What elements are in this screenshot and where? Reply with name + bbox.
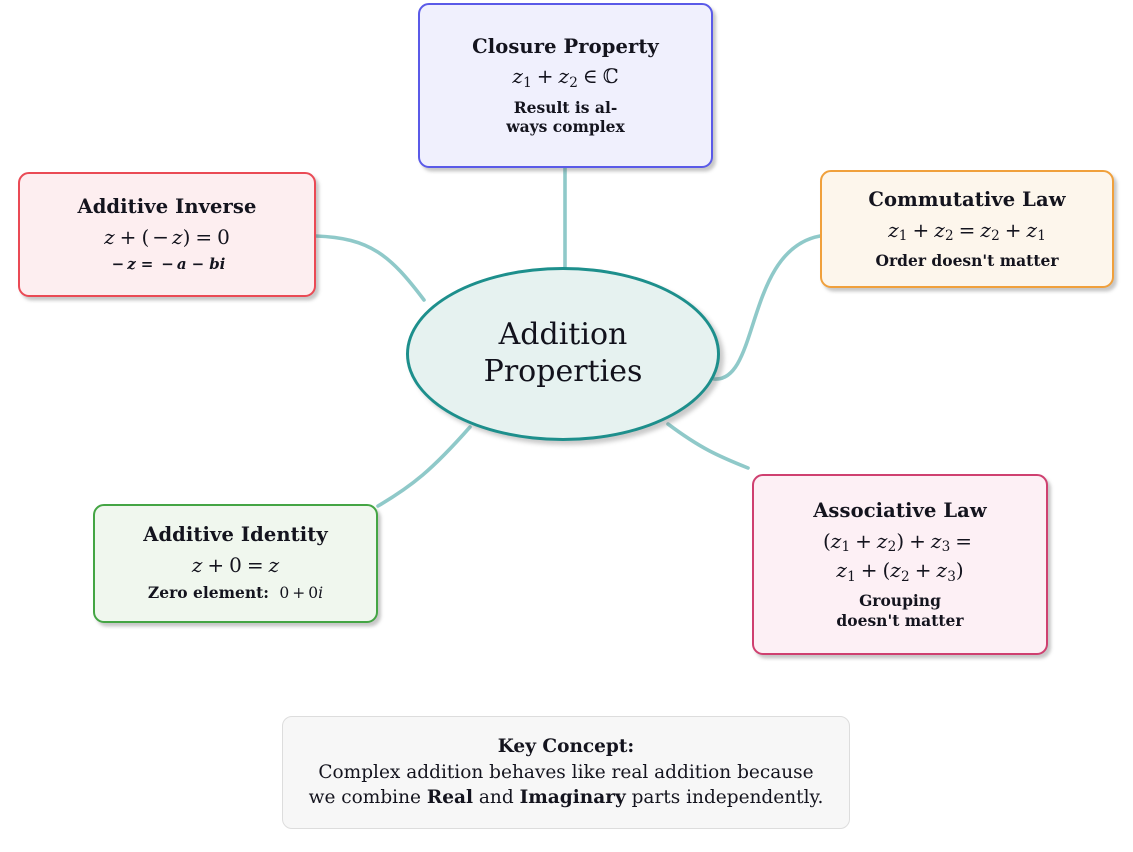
node-associative-law[interactable]: Associative Law (z1+z2)+z3= z1+(z2+z3) G… (752, 474, 1048, 655)
node-commutative-law-formula: z1+z2=z2+z1 (888, 217, 1046, 245)
key-concept-line2-part1: we combine (308, 787, 427, 809)
node-closure-title: Closure Property (472, 34, 659, 58)
node-additive-inverse[interactable]: Additive Inverse z+(−z)=0 −z=−a−bi (18, 172, 316, 297)
node-additive-identity-note: Zero element: 0+0i (147, 583, 324, 603)
key-concept-line-2: we combine Real and Imaginary parts inde… (309, 785, 824, 810)
node-closure-formula: z1+z2∈ℂ (512, 64, 619, 91)
key-concept-box: Key Concept: Complex addition behaves li… (282, 716, 850, 829)
connector-center-to-commutative (712, 234, 822, 381)
node-closure-note-line1: Result is al- (513, 97, 618, 117)
node-additive-identity[interactable]: Additive Identity z+0=z Zero element: 0+… (93, 504, 378, 623)
node-commutative-law-note: Order doesn't matter (875, 250, 1059, 270)
key-concept-bold-imaginary: Imaginary (519, 787, 626, 809)
node-additive-identity-title: Additive Identity (143, 523, 328, 547)
node-associative-note-line1: Grouping (859, 591, 941, 611)
key-concept-line-1: Complex addition behaves like real addit… (318, 761, 814, 783)
node-additive-inverse-note: −z=−a−bi (111, 255, 226, 274)
key-concept-title: Key Concept: (497, 735, 635, 757)
node-closure-note-line2: ways complex (506, 116, 625, 136)
key-concept-line2-part2: and (473, 787, 520, 809)
key-concept-line2-part3: parts independently. (625, 787, 824, 809)
node-associative-note-line2: doesn't matter (836, 610, 964, 630)
connector-center-to-additive-identity (376, 425, 472, 508)
node-additive-inverse-title: Additive Inverse (77, 195, 257, 219)
connector-center-to-additive-inverse (314, 234, 426, 302)
key-concept-bold-real: Real (426, 787, 474, 809)
node-closure-note: Result is al- ways complex (506, 98, 625, 137)
node-associative-law-formula: (z1+z2)+z3= z1+(z2+z3) (822, 528, 973, 585)
node-closure-property[interactable]: Closure Property z1+z2∈ℂ Result is al- w… (418, 3, 713, 168)
center-node-label: Addition Properties (483, 317, 643, 389)
connector-center-to-associative (666, 422, 750, 470)
node-commutative-law[interactable]: Commutative Law z1+z2=z2+z1 Order doesn'… (820, 170, 1114, 288)
node-associative-law-note: Grouping doesn't matter (836, 591, 963, 630)
node-additive-inverse-formula: z+(−z)=0 (104, 225, 230, 250)
center-node-addition-properties[interactable]: Addition Properties (406, 267, 720, 441)
node-associative-law-title: Associative Law (813, 499, 987, 523)
node-commutative-law-title: Commutative Law (868, 187, 1066, 211)
node-additive-identity-note-label: Zero element: (147, 583, 270, 603)
node-additive-identity-formula: z+0=z (191, 553, 280, 578)
